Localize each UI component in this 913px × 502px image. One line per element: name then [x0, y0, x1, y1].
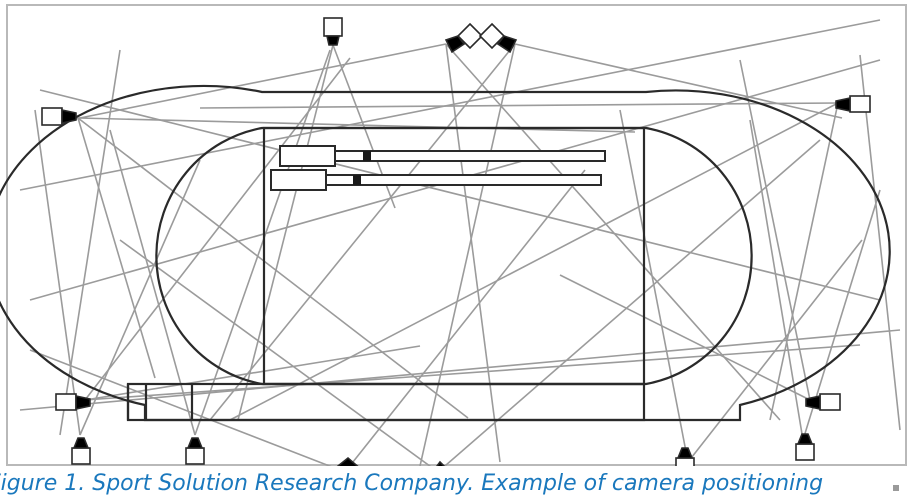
field-event-runways: [270, 145, 606, 191]
camera-icon: [444, 22, 484, 54]
camera-icon: [55, 393, 91, 411]
camera-icon: [436, 460, 446, 466]
camera-icon: [185, 437, 205, 465]
camera-icon: [795, 433, 815, 461]
camera-icon: [71, 437, 91, 465]
running-track: [0, 84, 891, 422]
track-inner-lane: [155, 126, 753, 386]
camera-sight-lines: [19, 19, 901, 466]
camera-icon: [478, 22, 518, 54]
camera-icon: [323, 17, 343, 46]
camera-icon: [835, 95, 871, 113]
figure-caption: Figure 1. Sport Solution Research Compan…: [0, 471, 824, 496]
camera-icon: [675, 447, 695, 466]
camera-icon: [805, 393, 841, 411]
camera-positioning-diagram: [0, 17, 901, 466]
camera-icon: [336, 456, 359, 466]
resize-handle-icon: [893, 485, 899, 491]
camera-icon: [41, 107, 77, 126]
home-straight: [126, 382, 646, 422]
